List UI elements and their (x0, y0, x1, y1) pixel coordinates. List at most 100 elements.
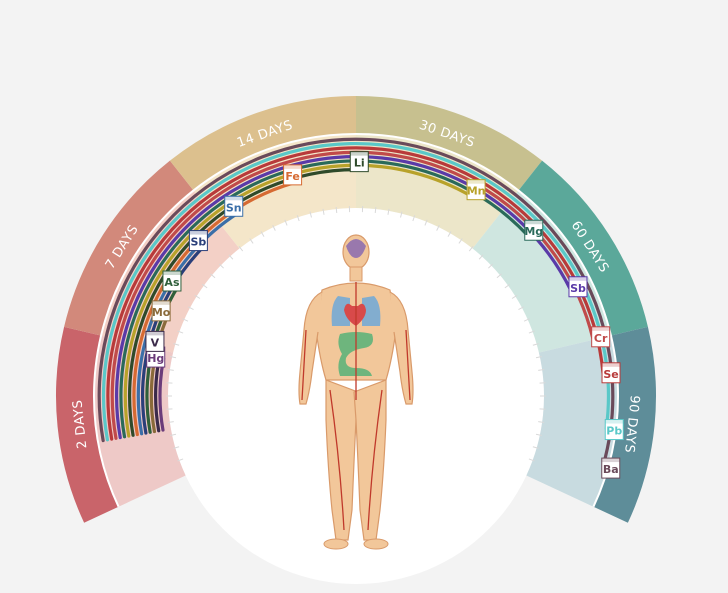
element-box: Cr (591, 326, 611, 348)
element-box-frame (604, 419, 624, 441)
tick-mark (218, 263, 224, 269)
element-box-header (145, 331, 164, 336)
element-arc (97, 137, 615, 468)
element-box: Mn (466, 179, 486, 201)
element-box-frame (283, 164, 303, 186)
element-symbol: Li (354, 157, 365, 170)
tick-mark (387, 208, 390, 215)
tick-mark (511, 294, 518, 299)
time-segment-outer (518, 160, 648, 336)
element-box-frame (466, 179, 486, 201)
element-box-header (224, 196, 243, 201)
element-symbol: As (164, 276, 180, 289)
time-segment-outer (55, 326, 119, 523)
tick-mark (173, 343, 180, 346)
tick-mark (535, 433, 542, 436)
tick-mark (496, 273, 502, 279)
tick-mark (167, 369, 174, 371)
tick-mark (309, 211, 312, 218)
tick-mark (228, 254, 234, 260)
element-box-frame (145, 330, 165, 352)
tick-mark (170, 356, 177, 359)
intestines-shape (338, 332, 373, 376)
element-box-frame (601, 362, 621, 384)
element-box-frame (151, 300, 171, 322)
tick-mark (173, 446, 180, 449)
element-box-header (524, 220, 543, 225)
tick-mark (335, 206, 338, 214)
blood-vessels (301, 282, 411, 531)
tick-mark (523, 318, 530, 322)
tick-mark (210, 273, 216, 279)
tick-mark (400, 211, 403, 218)
tick-mark (447, 231, 452, 237)
tick-mark (412, 215, 416, 222)
left-foot-shape (363, 538, 389, 550)
element-box-header (601, 458, 620, 463)
brain-shape (346, 239, 366, 258)
lung-shape (362, 296, 381, 326)
time-segment-outer (356, 96, 543, 191)
element-box: Pb (604, 419, 624, 441)
tick-mark (538, 421, 545, 423)
tick-mark (177, 330, 184, 334)
element-box-frame (349, 151, 369, 173)
element-symbol: Hg (147, 352, 164, 365)
tick-mark (322, 208, 325, 215)
band-divider (93, 133, 619, 508)
element-box-frame (188, 230, 208, 252)
element-symbol: Sb (570, 282, 586, 295)
element-symbol: Mn (467, 185, 486, 198)
element-symbol: V (151, 336, 160, 349)
element-symbol: Cr (594, 332, 608, 345)
element-box: Sb (188, 230, 208, 252)
human-body-icon (298, 234, 414, 550)
time-segment-outer (64, 160, 194, 336)
tick-mark (284, 219, 288, 226)
element-box-header (467, 179, 486, 184)
element-box-header (591, 326, 610, 331)
element-symbol: Ba (603, 463, 619, 476)
element-box-frame (524, 219, 544, 241)
element-arc (123, 163, 474, 438)
tick-mark (182, 318, 189, 322)
element-box: Sb (568, 276, 588, 298)
tick-mark (260, 231, 265, 237)
element-symbol: Fe (285, 170, 300, 183)
tick-mark (167, 421, 174, 423)
time-segment-inner (472, 190, 611, 353)
right-foot-shape (323, 538, 349, 550)
tick-mark (488, 263, 494, 269)
element-box: Se (601, 362, 621, 384)
time-segment-inner (526, 335, 618, 507)
tick-mark (194, 294, 201, 299)
tick-mark (424, 219, 428, 226)
tick-mark (188, 306, 194, 311)
tick-mark (538, 369, 545, 371)
tick-mark (296, 215, 300, 222)
element-arc (119, 159, 530, 439)
element-symbol: Pb (606, 425, 622, 438)
tick-mark (535, 356, 542, 359)
element-box-header (602, 362, 621, 367)
element-box: Sn (224, 195, 244, 217)
tick-mark (177, 458, 184, 462)
tick-mark (478, 254, 484, 260)
right-arm-shape (298, 291, 323, 405)
element-box: Ba (601, 457, 621, 479)
tick-mark (468, 245, 474, 252)
element-box-frame (162, 270, 182, 292)
element-box: Fe (283, 164, 303, 186)
tick-mark (170, 433, 177, 436)
left-arm-shape (389, 291, 414, 405)
tick-mark (532, 446, 539, 449)
tick-mark (374, 206, 377, 214)
element-box-frame (601, 457, 621, 479)
tick-mark (201, 283, 208, 289)
tick-mark (436, 225, 440, 231)
element-box-header (605, 419, 624, 424)
tick-mark (532, 343, 539, 346)
element-box: Li (349, 151, 369, 173)
element-box: V (145, 330, 165, 352)
